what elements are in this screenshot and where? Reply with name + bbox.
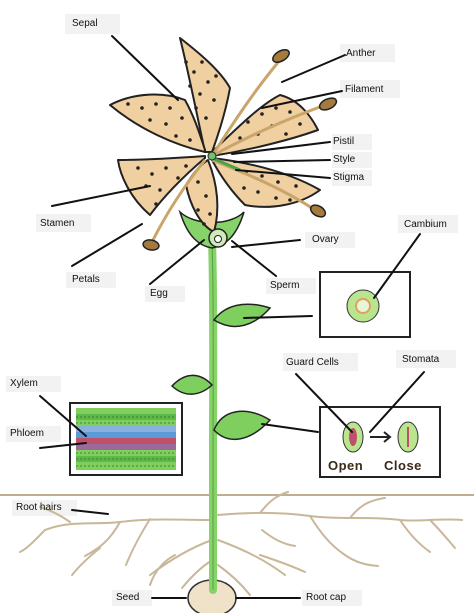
label-phloem: Phloem [10, 428, 44, 439]
label-seed: Seed [116, 592, 140, 603]
leader-lines [39, 35, 425, 599]
petals [109, 37, 321, 233]
label-root-hairs: Root hairs [16, 502, 62, 513]
petal-lower-left [117, 155, 206, 216]
cambium-box [319, 271, 411, 338]
leaf-lower [213, 410, 272, 440]
label-guard-cells: Guard Cells [286, 357, 339, 368]
vascular-bands [76, 408, 176, 470]
label-sepal: Sepal [72, 18, 98, 29]
label-stomata: Stomata [402, 354, 440, 365]
label-tags [6, 14, 458, 606]
pistil [211, 156, 241, 172]
petal-dots [126, 60, 302, 226]
leaf-upper [212, 303, 272, 328]
root-system [19, 491, 463, 596]
petal-top [179, 37, 231, 153]
label-root-cap: Root cap [306, 592, 347, 603]
label-stamen: Stamen [40, 218, 75, 229]
leaf-middle [170, 374, 214, 395]
petal-left [109, 93, 206, 153]
egg-shape [214, 235, 222, 243]
label-anther: Anther [346, 48, 376, 59]
label-open: Open [328, 458, 364, 473]
stigma-shape [207, 151, 217, 161]
label-sperm: Sperm [270, 280, 300, 291]
label-xylem: Xylem [10, 378, 38, 389]
label-style: Style [333, 154, 356, 165]
label-pistil: Pistil [333, 136, 355, 147]
arrow-icon [370, 431, 392, 443]
label-stigma: Stigma [333, 172, 365, 183]
label-close: Close [384, 458, 422, 473]
label-cambium: Cambium [404, 219, 447, 230]
label-petals: Petals [72, 274, 100, 285]
label-filament: Filament [345, 84, 384, 95]
stamens [150, 59, 326, 243]
label-ovary: Ovary [312, 234, 339, 245]
anthers [142, 49, 338, 251]
leaves [170, 303, 272, 440]
label-egg: Egg [150, 288, 168, 299]
